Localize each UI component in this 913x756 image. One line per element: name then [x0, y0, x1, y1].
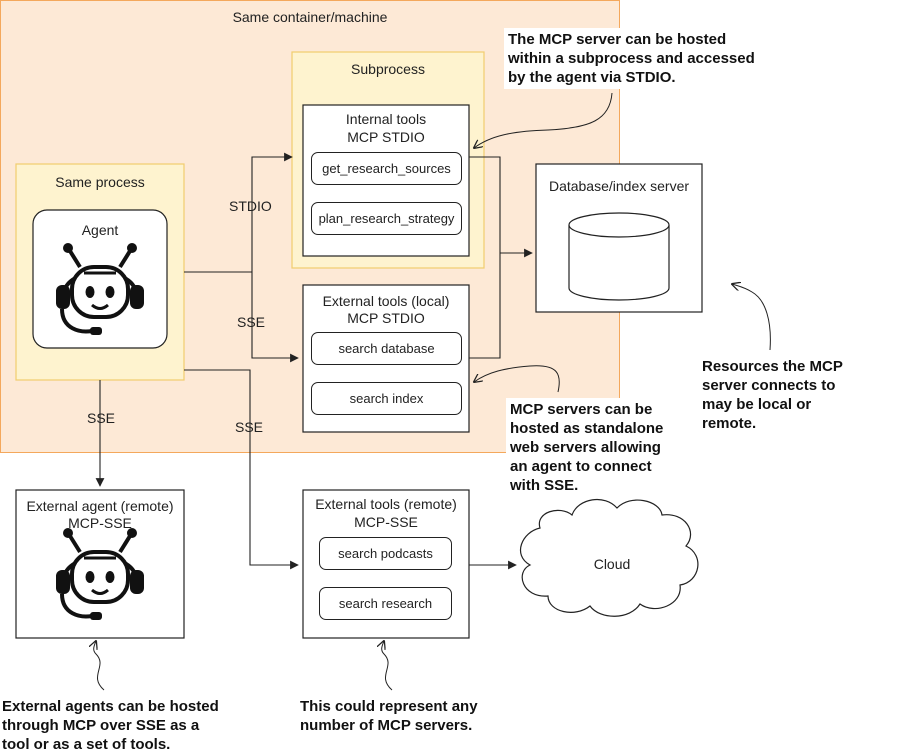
internal-tools-title: Internal tools	[345, 111, 427, 127]
connector-label-stdio: STDIO	[229, 198, 272, 214]
annotation-sse-line: web servers allowing	[510, 439, 661, 456]
annotation-resources-line: Resources the MCP	[702, 358, 843, 375]
annotation-any-number-line: number of MCP servers.	[300, 717, 473, 734]
agent-label: Agent	[81, 222, 119, 238]
annotation-subprocess-line: within a subprocess and accessed	[508, 50, 755, 67]
tool-search-podcasts[interactable]: search podcasts	[319, 537, 452, 570]
annotation-resources-line: may be local or	[702, 396, 812, 413]
external-remote-protocol: MCP-SSE	[354, 514, 418, 530]
annotation-external-agents: External agents can be hosted through MC…	[2, 697, 219, 754]
annotation-any-number-line: This could represent any	[300, 698, 478, 715]
subprocess-label: Subprocess	[351, 61, 425, 77]
annotation-subprocess: The MCP server can be hosted within a su…	[504, 28, 759, 89]
tool-search-index[interactable]: search index	[311, 382, 462, 415]
connector-label-sse-local: SSE	[237, 314, 266, 330]
external-remote-title: External tools (remote)	[315, 496, 457, 512]
database-cylinder-icon	[568, 212, 670, 301]
annotation-external-agents-line: tool or as a set of tools.	[2, 736, 171, 753]
tool-search-research[interactable]: search research	[319, 587, 452, 620]
tool-get-research-sources[interactable]: get_research_sources	[311, 152, 462, 185]
annotation-resources-line: remote.	[702, 415, 757, 432]
annotation-sse-line: MCP servers can be	[510, 401, 653, 418]
same-process-label: Same process	[55, 174, 145, 190]
database-label: Database/index server	[548, 178, 690, 194]
cloud-label: Cloud	[593, 556, 631, 572]
connector-label-sse-remote: SSE	[235, 419, 264, 435]
annotation-external-agents-line: through MCP over SSE as a	[2, 717, 200, 734]
annotation-any-number: This could represent any number of MCP s…	[300, 697, 478, 735]
internal-tools-protocol: MCP STDIO	[347, 129, 425, 145]
annotation-subprocess-line: The MCP server can be hosted	[508, 31, 727, 48]
annotation-subprocess-line: by the agent via STDIO.	[508, 69, 676, 86]
annotation-resources: Resources the MCP server connects to may…	[702, 357, 843, 433]
annotation-sse-line: an agent to connect	[510, 458, 652, 475]
annotation-resources-line: server connects to	[702, 377, 836, 394]
external-agent-protocol: MCP-SSE	[68, 515, 132, 531]
cloud-shape	[519, 498, 699, 617]
tool-plan-research-strategy[interactable]: plan_research_strategy	[311, 202, 462, 235]
annotation-sse-line: with SSE.	[510, 477, 579, 494]
annotation-sse-line: hosted as standalone	[510, 420, 664, 437]
external-local-title: External tools (local)	[322, 293, 450, 309]
container-label: Same container/machine	[232, 9, 388, 25]
tool-search-database[interactable]: search database	[311, 332, 462, 365]
connector-label-sse-agent: SSE	[87, 410, 116, 426]
annotation-external-agents-line: External agents can be hosted	[2, 698, 219, 715]
external-local-protocol: MCP STDIO	[347, 310, 425, 326]
external-agent-title: External agent (remote)	[26, 498, 174, 514]
annotation-sse-servers: MCP servers can be hosted as standalone …	[506, 398, 668, 497]
